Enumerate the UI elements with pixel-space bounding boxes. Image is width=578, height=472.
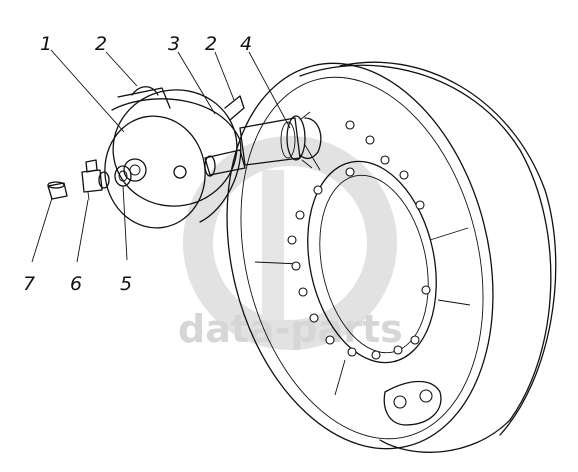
callout-4: 4 xyxy=(240,33,252,55)
plug-head xyxy=(47,182,68,200)
callout-7: 7 xyxy=(23,273,35,295)
rib xyxy=(334,359,346,396)
fitting-nut-inner xyxy=(280,121,296,159)
leader-2a xyxy=(105,51,138,87)
brake-chamber xyxy=(104,86,246,229)
chamber-clamp-ring xyxy=(111,98,242,223)
part-7-plug xyxy=(47,181,68,200)
wheel-hub xyxy=(226,61,557,453)
nut-5 xyxy=(114,165,132,187)
callout-2b: 2 xyxy=(205,33,217,55)
callout-2a: 2 xyxy=(95,33,107,55)
fitting-collar xyxy=(299,117,322,160)
leader-lines xyxy=(31,49,291,263)
connector-nut xyxy=(204,155,216,177)
leader-3 xyxy=(177,51,216,115)
rib xyxy=(429,227,469,241)
chamber-center-boss xyxy=(123,158,147,182)
hub-front-flange xyxy=(226,62,494,450)
hub-bore-inner xyxy=(319,174,429,354)
tee-top xyxy=(85,159,98,173)
leader-2b xyxy=(214,51,235,101)
fitting-nut xyxy=(286,115,306,161)
bracket-clip xyxy=(131,86,159,96)
callout-3: 3 xyxy=(168,33,180,55)
valve-fitting xyxy=(239,111,322,169)
watermark-ring xyxy=(183,136,397,350)
watermark-text: data-parts xyxy=(178,307,403,351)
bolt-holes xyxy=(287,120,431,360)
leader-4 xyxy=(248,51,291,129)
watermark-bar xyxy=(262,170,284,320)
callout-1: 1 xyxy=(40,33,52,55)
leader-5 xyxy=(122,185,128,261)
hub-flange-inner xyxy=(240,76,484,440)
rim-back-edge xyxy=(299,64,552,453)
leader-6 xyxy=(76,199,89,263)
chamber-back-shell xyxy=(112,89,238,207)
chamber-vent xyxy=(173,165,187,179)
leader-1 xyxy=(50,49,125,133)
part-6-tee xyxy=(81,159,110,201)
rim-outer-edge xyxy=(339,61,557,436)
callout-6: 6 xyxy=(70,273,82,295)
tee-side-port xyxy=(98,171,110,189)
watermark: data-parts xyxy=(178,136,403,351)
hub-bore xyxy=(307,160,437,364)
rib xyxy=(437,299,471,306)
part-5-nut xyxy=(114,165,132,187)
hose-connector xyxy=(204,149,246,176)
callout-labels: 1 2 3 2 4 5 6 7 xyxy=(23,33,252,295)
callout-5: 5 xyxy=(120,273,132,295)
leader-7 xyxy=(31,197,53,263)
plug-top xyxy=(47,181,65,189)
mounting-plate xyxy=(383,380,442,426)
bracket-right xyxy=(224,95,245,121)
